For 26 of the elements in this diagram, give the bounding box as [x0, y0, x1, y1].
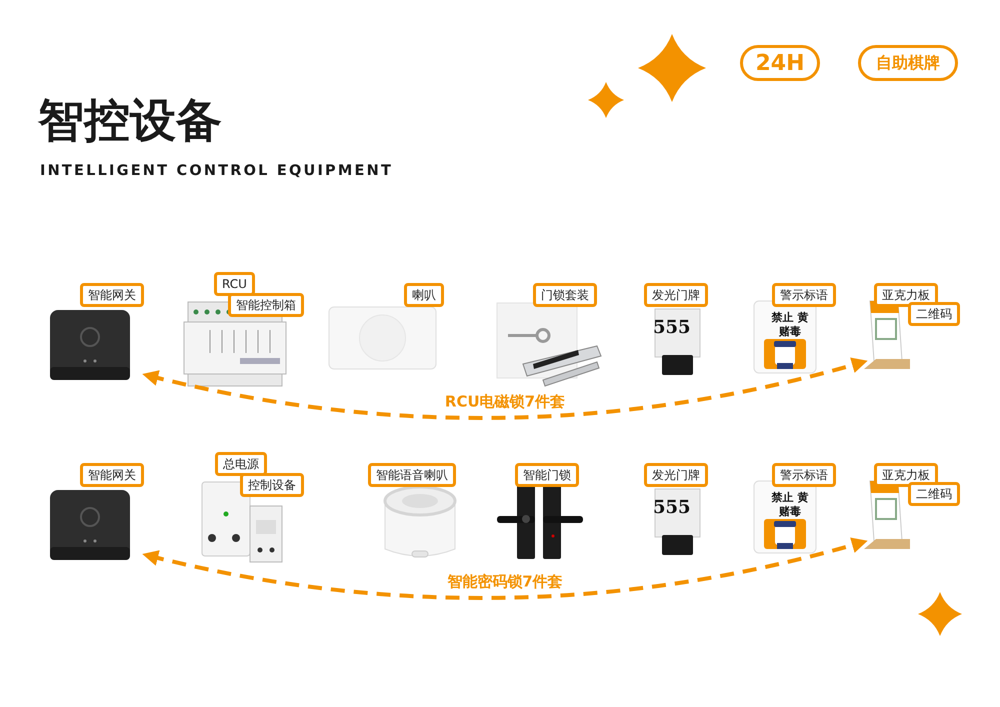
tag-label: 总电源 [215, 452, 267, 476]
tag-label: 警示标语 [772, 463, 836, 487]
dashed-arrow [142, 537, 868, 600]
room-number: 555 [653, 497, 691, 518]
room-number: 555 [653, 317, 691, 338]
tag-label: RCU [214, 272, 255, 296]
badge: 24H [740, 45, 820, 81]
sign-text: 禁止 黄赌毒 [770, 491, 810, 519]
tag-label: 二维码 [908, 482, 960, 506]
subtitle: INTELLIGENT CONTROL EQUIPMENT [40, 163, 394, 179]
tag-label: 控制设备 [240, 473, 304, 497]
badge: 自助棋牌 [858, 45, 958, 81]
tag-label: 智能网关 [80, 463, 144, 487]
title: 智控设备 [38, 92, 222, 148]
sign-text: 禁止 黄赌毒 [770, 311, 810, 339]
tag-label: 发光门牌 [644, 283, 708, 307]
tag-label: 智能控制箱 [228, 293, 304, 317]
tag-label: 喇叭 [404, 283, 444, 307]
tag-label: 警示标语 [772, 283, 836, 307]
tag-label: 智能门锁 [515, 463, 579, 487]
tag-label: 门锁套装 [533, 283, 597, 307]
tag-label: 二维码 [908, 302, 960, 326]
dashed-arrow [142, 357, 868, 420]
tag-label: 发光门牌 [644, 463, 708, 487]
tag-label: 智能网关 [80, 283, 144, 307]
tag-label: 智能语音喇叭 [368, 463, 456, 487]
